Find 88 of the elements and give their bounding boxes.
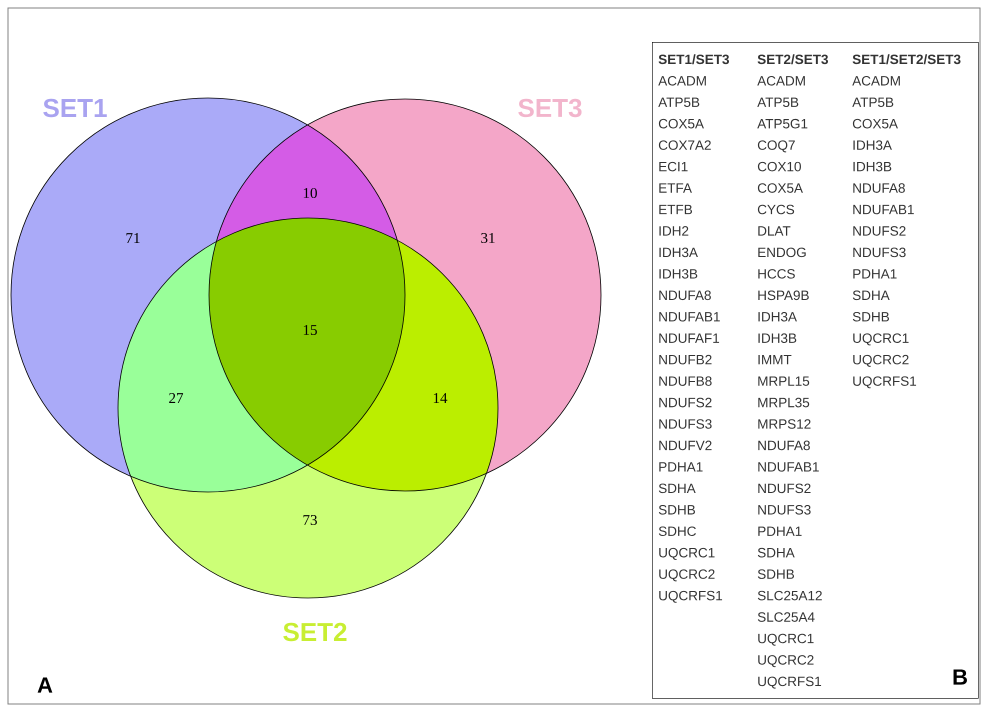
gene-name: NDUFS2 <box>853 226 906 236</box>
gene-name: COX5A <box>852 118 898 128</box>
gene-name: IMMT <box>758 355 792 364</box>
gene-name: COQ7 <box>758 140 795 152</box>
gene-name: MRPS12 <box>758 419 811 429</box>
gene-name: UQCRC2 <box>853 354 909 367</box>
gene-name: ATP5G1 <box>757 118 808 128</box>
gene-name: NDUFAB1 <box>758 462 819 472</box>
gene-name: ATP5B <box>852 98 894 108</box>
gene-name: NDUFB8 <box>659 376 712 386</box>
gene-name: NDUFS3 <box>659 419 712 429</box>
gene-name: NDUFA8 <box>853 183 905 193</box>
gene-name: SDHB <box>758 569 794 579</box>
table-box <box>652 42 979 699</box>
gene-name: NDUFV2 <box>659 440 712 450</box>
region-count: 14 <box>434 393 448 403</box>
gene-name: SDHA <box>852 290 890 300</box>
gene-name: IDH3A <box>853 140 892 150</box>
gene-name: NDUFS3 <box>853 248 906 258</box>
gene-name: UQCRFS1 <box>853 376 916 388</box>
gene-name: NDUFA8 <box>659 290 711 300</box>
region-count: 73 <box>304 514 317 526</box>
gene-name: COX5A <box>758 183 803 193</box>
gene-name: SDHB <box>658 505 695 515</box>
gene-name: NDUFS3 <box>758 505 811 515</box>
gene-name: HSPA9B <box>758 290 809 300</box>
gene-name: IDH3B <box>659 269 698 279</box>
gene-name: DLAT <box>758 226 790 236</box>
set-circle <box>118 218 498 642</box>
gene-name: COX7A2 <box>658 140 711 150</box>
gene-name: PDHA1 <box>659 462 703 472</box>
gene-name: ETFA <box>659 183 692 193</box>
gene-name: PDHA1 <box>853 269 897 278</box>
column-heading: SET2/SET3 <box>758 54 828 64</box>
gene-name: NDUFAB1 <box>853 204 914 214</box>
gene-name: NDUFAB1 <box>659 312 720 322</box>
gene-name: ATP5B <box>757 98 798 108</box>
gene-name: UQCRC1 <box>853 333 909 346</box>
column-heading: SET1/SET3 <box>658 54 729 64</box>
gene-name: MRPL35 <box>758 398 810 408</box>
gene-name: ACADM <box>852 76 900 86</box>
gene-name: NDUFS2 <box>659 398 712 408</box>
panel-letter: A <box>38 677 52 693</box>
gene-name: SDHA <box>758 548 795 558</box>
gene-name: ECI1 <box>659 162 688 172</box>
column-heading: SET1/SET2/SET3 <box>852 54 961 64</box>
gene-name: UQCRC2 <box>659 569 715 582</box>
region-count: 27 <box>169 393 184 403</box>
gene-name: ACADM <box>658 76 706 86</box>
region-count: 10 <box>304 188 317 198</box>
region-count: 15 <box>304 325 317 336</box>
gene-name: ACADM <box>757 76 805 86</box>
set-label: SET3 <box>518 98 582 118</box>
gene-name: COX5A <box>658 118 704 128</box>
gene-name: UQCRFS1 <box>659 590 722 603</box>
gene-name: UQCRC1 <box>659 548 715 560</box>
gene-name: SLC25A12 <box>758 590 822 600</box>
gene-name: NDUFB2 <box>659 354 712 364</box>
gene-name: MRPL15 <box>758 376 810 386</box>
gene-name: SDHC <box>658 526 696 536</box>
gene-name: UQCRC2 <box>758 655 814 668</box>
gene-name: SDHA <box>658 484 696 494</box>
gene-name: ENDOG <box>758 248 806 258</box>
gene-name: NDUFS2 <box>758 484 811 494</box>
gene-name: ATP5B <box>658 98 700 108</box>
gene-name: IDH3A <box>659 248 698 258</box>
gene-name: SLC25A4 <box>758 612 815 622</box>
region-count: 71 <box>126 233 140 243</box>
gene-name: CYCS <box>758 204 794 214</box>
set-circle <box>208 98 602 492</box>
gene-name: IDH2 <box>659 226 688 236</box>
gene-name: NDUFAF1 <box>659 334 720 343</box>
gene-name: PDHA1 <box>758 526 802 536</box>
gene-name: IDH3A <box>758 312 797 322</box>
gene-name: SDHB <box>852 312 889 322</box>
set-label: SET2 <box>283 622 346 642</box>
region-count: 31 <box>481 232 495 244</box>
gene-name: UQCRC1 <box>758 634 814 646</box>
gene-name: NDUFA8 <box>758 440 810 450</box>
gene-name: COX10 <box>758 162 801 172</box>
set-circle <box>10 98 406 492</box>
set-label: SET1 <box>43 98 107 118</box>
gene-name: UQCRFS1 <box>758 676 822 689</box>
gene-name: ETFB <box>659 204 692 214</box>
panel-letter: B <box>954 669 967 685</box>
gene-name: IDH3B <box>758 333 796 343</box>
gene-name: IDH3B <box>853 162 892 172</box>
gene-name: HCCS <box>758 269 795 279</box>
